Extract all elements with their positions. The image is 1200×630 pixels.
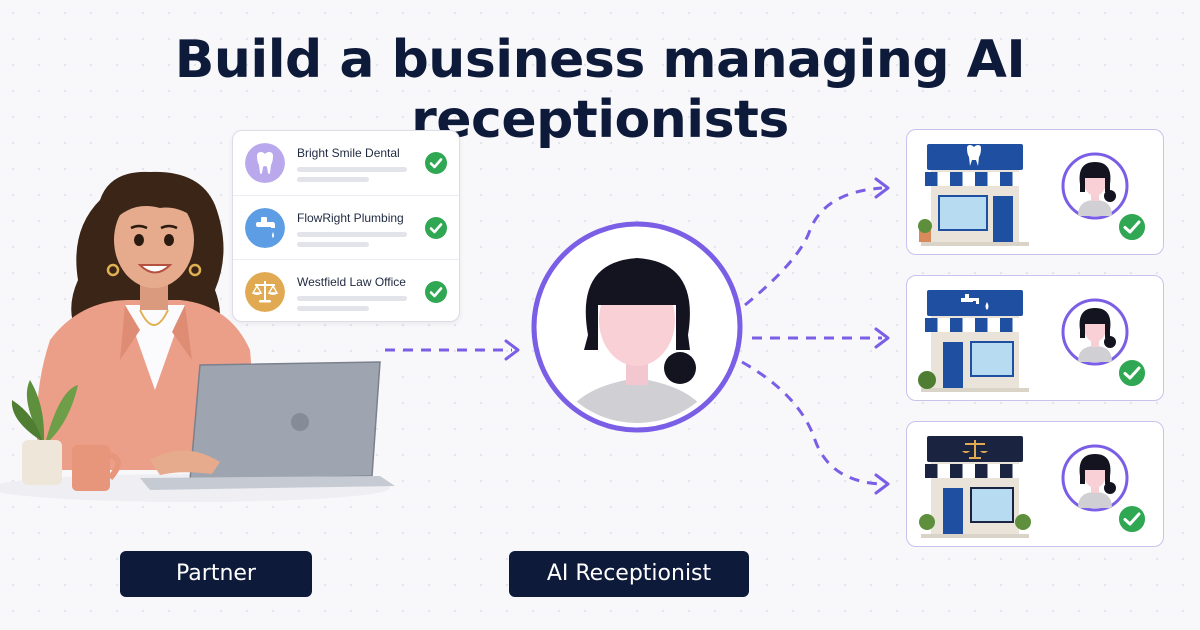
business-card-plumbing[interactable] — [906, 275, 1164, 401]
client-row-law[interactable]: Westfield Law Office — [233, 259, 459, 324]
law-office-storefront-icon — [919, 436, 1031, 538]
client-name: FlowRight Plumbing — [297, 211, 404, 225]
page-title: Build a business managing AI receptionis… — [174, 30, 1026, 150]
business-card-dental[interactable] — [906, 129, 1164, 255]
client-list-card: Bright Smile Dental FlowRight Plumbing — [232, 130, 460, 322]
partner-illustration — [0, 171, 395, 502]
faucet-icon — [245, 208, 285, 248]
check-icon — [425, 152, 447, 174]
check-icon — [1117, 212, 1147, 242]
dental-storefront-icon — [918, 144, 1029, 246]
client-name: Bright Smile Dental — [297, 146, 400, 160]
client-row-plumbing[interactable]: FlowRight Plumbing — [233, 195, 459, 260]
check-icon — [425, 217, 447, 239]
plumbing-storefront-icon — [918, 290, 1029, 392]
client-name: Westfield Law Office — [297, 275, 406, 289]
scales-icon — [245, 272, 285, 312]
business-card-law[interactable] — [906, 421, 1164, 547]
check-icon — [1117, 358, 1147, 388]
client-row-dental[interactable]: Bright Smile Dental — [233, 131, 459, 195]
tooth-icon — [245, 143, 285, 183]
check-icon — [425, 281, 447, 303]
ai-receptionist-avatar — [531, 221, 743, 433]
check-icon — [1117, 504, 1147, 534]
partner-label: Partner — [120, 551, 312, 597]
ai-receptionist-label: AI Receptionist — [509, 551, 749, 597]
